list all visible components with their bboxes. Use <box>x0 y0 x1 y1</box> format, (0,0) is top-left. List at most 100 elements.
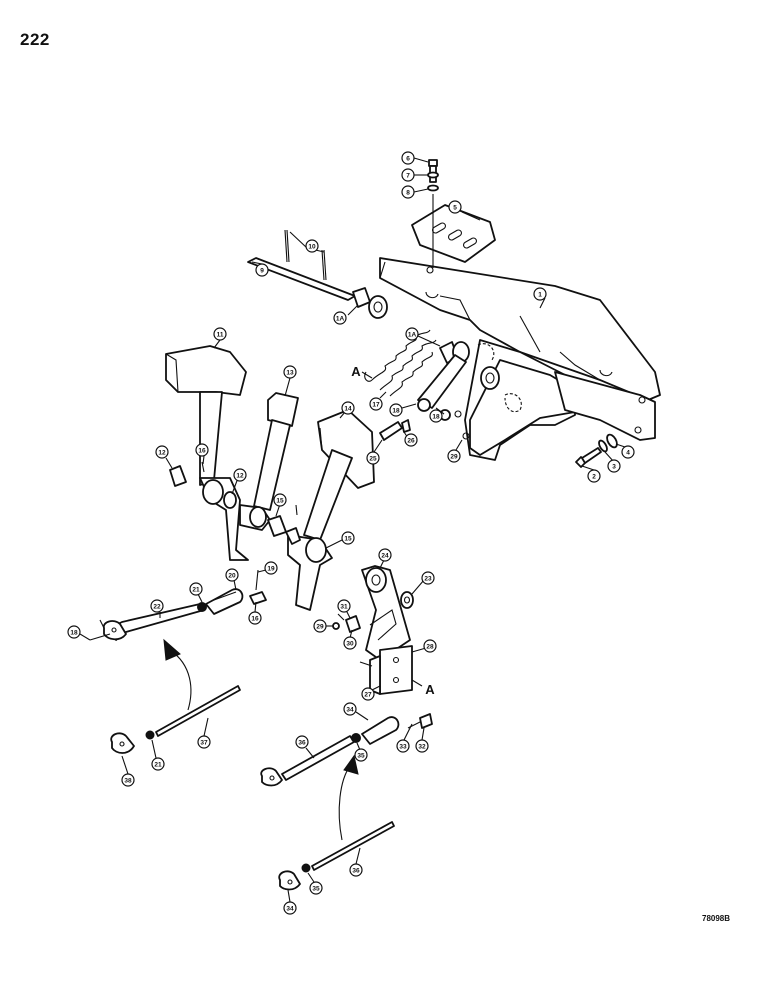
svg-text:34: 34 <box>286 906 294 913</box>
svg-text:12: 12 <box>158 450 166 457</box>
svg-text:26: 26 <box>407 438 415 445</box>
callout-34-upper: 34 <box>343 702 369 721</box>
callout-29-lower: 29 <box>313 619 333 633</box>
svg-text:20: 20 <box>228 573 236 580</box>
drawing-code: 78098B <box>702 914 731 923</box>
svg-text:13: 13 <box>286 370 294 377</box>
svg-text:24: 24 <box>381 553 389 560</box>
callout-31: 31 <box>337 599 351 619</box>
pedal-left <box>165 345 249 561</box>
middle-rod <box>260 713 433 787</box>
callout-18-upper: 18 <box>389 403 417 417</box>
callout-26: 26 <box>403 431 418 447</box>
svg-text:17: 17 <box>372 402 380 409</box>
callout-1a-lower: 1A <box>405 327 441 347</box>
callout-18-right: 18 <box>429 407 445 423</box>
callout-23: 23 <box>411 571 435 595</box>
callout-14: 14 <box>339 401 355 419</box>
callout-25: 25 <box>366 439 383 465</box>
callout-27: 27 <box>361 685 381 701</box>
svg-text:35: 35 <box>312 886 320 893</box>
svg-text:15: 15 <box>344 536 352 543</box>
view-marker-a-lower: A <box>411 679 435 697</box>
svg-text:38: 38 <box>124 778 132 785</box>
svg-text:15: 15 <box>276 498 284 505</box>
callout-8: 8 <box>401 185 429 199</box>
svg-text:33: 33 <box>399 744 407 751</box>
callout-28: 28 <box>411 639 437 653</box>
svg-text:21: 21 <box>154 762 162 769</box>
svg-text:36: 36 <box>298 740 306 747</box>
svg-text:28: 28 <box>426 644 434 651</box>
svg-text:16: 16 <box>251 616 259 623</box>
callout-32: 32 <box>415 727 429 753</box>
callout-7: 7 <box>401 168 428 182</box>
callout-19: 19 <box>257 561 278 575</box>
callout-15-upper: 15 <box>273 493 287 517</box>
svg-text:18: 18 <box>70 630 78 637</box>
svg-text:2: 2 <box>592 474 596 481</box>
side-bolt-assembly <box>575 433 618 468</box>
callout-30: 30 <box>343 629 357 650</box>
small-hardware <box>332 613 361 633</box>
callout-21-upper: 21 <box>189 582 203 603</box>
callout-33: 33 <box>396 723 413 753</box>
svg-text:12: 12 <box>236 473 244 480</box>
callout-16-lower: 16 <box>248 601 262 625</box>
callout-21-lower: 21 <box>151 739 165 771</box>
callout-12-left: 12 <box>155 445 173 469</box>
callout-18-lower: 18 <box>67 625 91 641</box>
svg-text:7: 7 <box>406 173 410 180</box>
svg-text:31: 31 <box>340 604 348 611</box>
callout-34-lower: 34 <box>283 889 297 915</box>
svg-text:35: 35 <box>357 753 365 760</box>
svg-text:4: 4 <box>626 450 630 457</box>
svg-text:19: 19 <box>267 566 275 573</box>
svg-text:6: 6 <box>406 156 410 163</box>
callout-35-upper: 35 <box>354 742 368 762</box>
callout-17: 17 <box>369 391 387 411</box>
link-arm <box>379 354 467 441</box>
svg-text:10: 10 <box>308 244 316 251</box>
callout-22: 22 <box>150 599 164 618</box>
svg-text:37: 37 <box>200 740 208 747</box>
svg-text:27: 27 <box>364 692 372 699</box>
callout-2: 2 <box>581 465 601 483</box>
svg-text:23: 23 <box>424 576 432 583</box>
svg-text:A: A <box>351 364 361 379</box>
svg-text:A: A <box>425 682 435 697</box>
callout-6: 6 <box>401 151 429 165</box>
callout-12-right: 12 <box>231 468 247 495</box>
svg-text:25: 25 <box>369 456 377 463</box>
callout-20: 20 <box>225 568 239 591</box>
svg-text:18: 18 <box>392 408 400 415</box>
svg-text:30: 30 <box>346 641 354 648</box>
callout-38: 38 <box>121 755 135 787</box>
svg-text:14: 14 <box>344 406 352 413</box>
svg-text:29: 29 <box>450 454 458 461</box>
callout-36-lower: 36 <box>349 847 363 877</box>
callout-9: 9 <box>251 261 269 277</box>
lower-rod <box>278 821 395 891</box>
lower-left-rod <box>110 685 241 754</box>
bellcrank-lever <box>361 565 414 661</box>
callout-11: 11 <box>213 327 227 349</box>
callout-36-upper: 36 <box>295 735 315 759</box>
support-bracket <box>379 257 661 461</box>
svg-text:29: 29 <box>316 624 324 631</box>
top-bolt-assembly <box>427 159 439 268</box>
callout-10: 10 <box>289 231 325 253</box>
svg-text:32: 32 <box>418 744 426 751</box>
top-plate <box>411 204 496 274</box>
callout-37: 37 <box>197 717 211 749</box>
svg-text:1A: 1A <box>336 316 345 323</box>
callout-35-lower: 35 <box>307 872 323 895</box>
callout-24: 24 <box>378 548 392 569</box>
svg-text:11: 11 <box>217 332 224 339</box>
callout-1: 1 <box>533 287 547 309</box>
svg-text:21: 21 <box>192 587 200 594</box>
view-marker-a-upper: A <box>351 364 373 379</box>
lower-bracket <box>359 645 413 695</box>
